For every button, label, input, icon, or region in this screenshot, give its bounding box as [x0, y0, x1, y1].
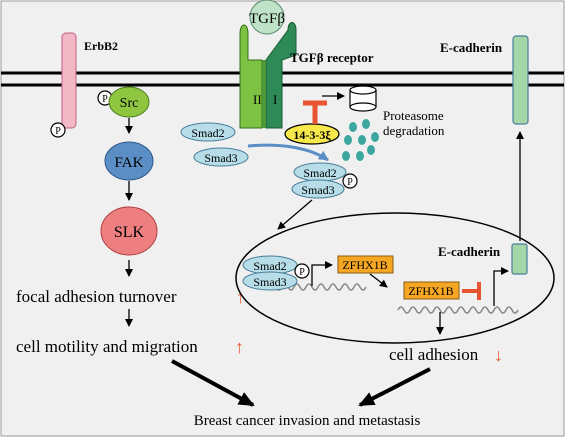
motility-text: cell motility and migration [16, 337, 198, 356]
tgfb-label: TGFβ [249, 11, 285, 27]
ecadherin-nuc-label: E-cadherin [438, 244, 501, 259]
fourteen-three-three-label: 14-3-3ξ [293, 128, 331, 142]
receptor-i-label: I [273, 92, 277, 107]
proteasome-text-2: degradation [383, 123, 445, 138]
ecadherin-top-protein [512, 35, 529, 125]
inhibition-bar-zfhx1b [462, 282, 481, 300]
arrow-smad-nucleus [277, 199, 313, 230]
phospho-label: P [55, 126, 61, 137]
slk-node [100, 206, 158, 256]
adhesion-text: cell adhesion [389, 345, 479, 364]
arrow-smad-phospho [247, 143, 329, 162]
erbb2-receptor [61, 32, 77, 129]
fak-node [104, 141, 154, 181]
zfhx1b-gene-box [337, 255, 394, 274]
smad2-cyto [180, 122, 236, 142]
smad2-nuc-label: Smad2 [253, 259, 286, 273]
arrow-smad-zfhx1b [311, 261, 333, 286]
nucleus [235, 212, 555, 344]
phospho-smad: P [342, 173, 358, 189]
src-label: Src [120, 96, 139, 111]
inhibition-bar-1433 [303, 100, 327, 124]
motility-up-arrow: ↑ [235, 337, 244, 357]
tgfb-receptor-label: TGFβ receptor [290, 50, 374, 65]
receptor-ii-label: II [253, 92, 262, 107]
adhesion-down-arrow: ↓ [494, 345, 503, 365]
smad2-phos-label: Smad2 [303, 166, 336, 180]
arrow-motility-cancer [171, 359, 255, 407]
arrow-adhesion-cancer [358, 367, 431, 407]
phospho-label: P [299, 267, 305, 278]
arrow-zfhx1b-protein [369, 273, 388, 288]
focal-adhesion-text: focal adhesion turnover [16, 287, 177, 306]
zfhx1b-protein-box [403, 281, 460, 300]
degradation-fragments [342, 119, 379, 161]
smad3-nuc-label: Smad3 [253, 275, 286, 289]
smad3-phos [291, 179, 345, 199]
smad3-phos-label: Smad3 [301, 183, 334, 197]
fak-label: FAK [115, 155, 144, 171]
arrow-promoter-ecadherin [493, 267, 509, 306]
proteasome-text-1: Proteasome [383, 108, 444, 123]
smad2-cyto-label: Smad2 [191, 126, 224, 140]
smad3-cyto-label: Smad3 [204, 151, 237, 165]
smad3-nuc [242, 271, 298, 291]
fourteen-three-three-node [284, 123, 340, 145]
ecadherin-nuc-protein [511, 243, 528, 275]
ecadherin-top-label: E-cadherin [440, 40, 503, 55]
zfhx1b-protein-label: ZFHX1B [408, 284, 453, 298]
breast-cancer-text: Breast cancer invasion and metastasis [194, 413, 421, 429]
phospho-label: P [102, 94, 108, 105]
zfhx1b-gene-label: ZFHX1B [342, 258, 387, 272]
tgfb-receptor [239, 22, 297, 129]
src-node [108, 86, 150, 118]
phospho-erbb2-1: P [50, 122, 66, 138]
focal-up-arrow: ↑ [236, 287, 245, 307]
phospho-label: P [347, 177, 353, 188]
proteasome-icon [349, 85, 377, 112]
slk-label: SLK [114, 224, 145, 241]
tgfb-ligand [249, 0, 285, 35]
phospho-erbb2-2: P [97, 90, 113, 106]
dna-strand-2 [397, 306, 519, 314]
erbb2-label: ErbB2 [84, 39, 118, 53]
smad3-cyto [193, 147, 249, 167]
phospho-smad-nuc: P [294, 263, 310, 279]
